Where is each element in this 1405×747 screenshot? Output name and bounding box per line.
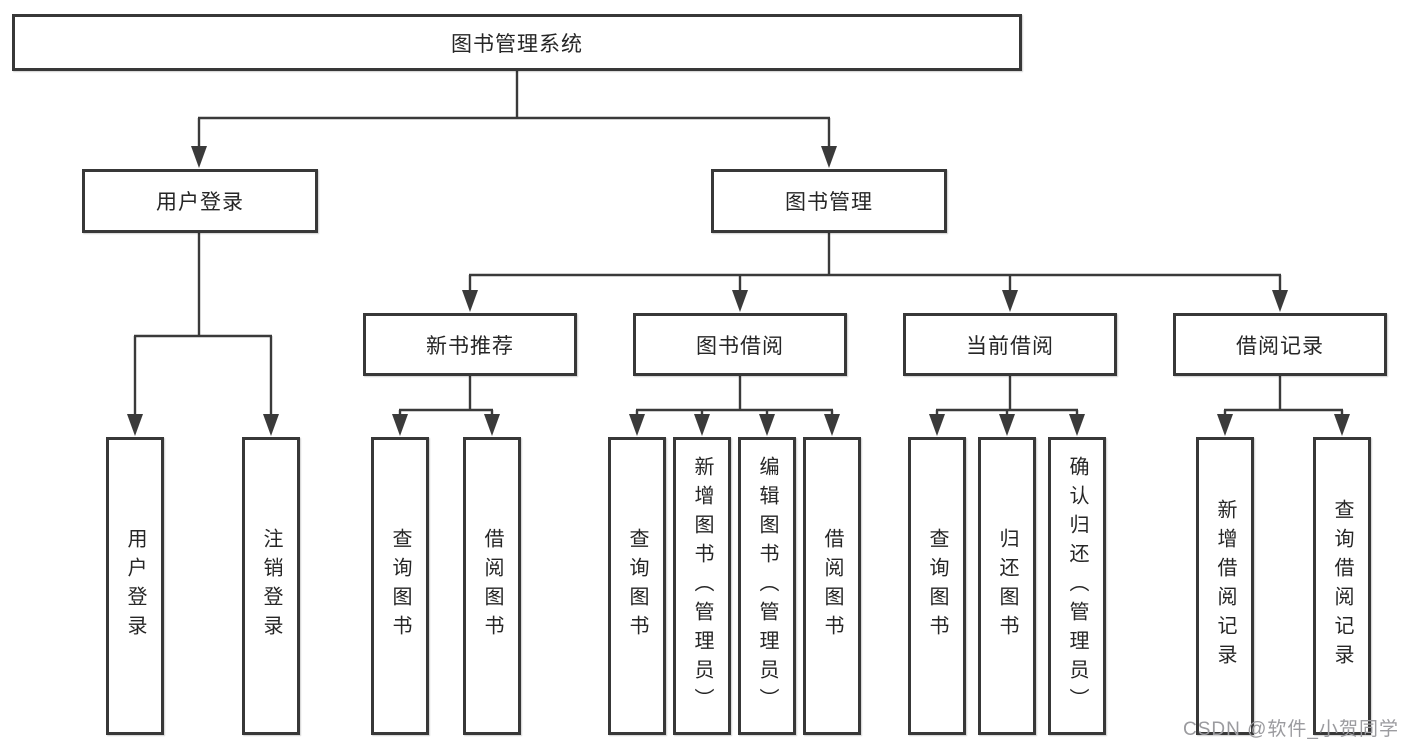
arrowheads <box>127 146 1350 436</box>
node-library-management-system: 图书管理系统 <box>12 14 1022 71</box>
node-user-login: 用户登录 <box>82 169 318 233</box>
leaf-query-books-borrow: 查询图书 <box>608 437 666 735</box>
node-label: 当前借阅 <box>966 334 1054 358</box>
leaf-label: 归还图书 <box>996 528 1018 644</box>
leaf-confirm-return-admin: 确认归还（管理员） <box>1048 437 1106 735</box>
leaf-label: 查询图书 <box>389 528 411 644</box>
node-current-borrow: 当前借阅 <box>903 313 1117 376</box>
node-label: 借阅记录 <box>1236 334 1324 358</box>
node-book-borrow: 图书借阅 <box>633 313 847 376</box>
leaf-query-books-current: 查询图书 <box>908 437 966 735</box>
leaf-label: 借阅图书 <box>821 528 843 644</box>
leaf-label: 查询图书 <box>926 528 948 644</box>
leaf-label: 注销登录 <box>260 528 282 644</box>
leaf-user-login: 用户登录 <box>106 437 164 735</box>
leaf-query-borrow-record: 查询借阅记录 <box>1313 437 1371 735</box>
leaf-label: 新增借阅记录 <box>1214 499 1236 673</box>
leaf-label: 确认归还（管理员） <box>1066 455 1088 717</box>
node-label: 图书借阅 <box>696 334 784 358</box>
leaf-label: 借阅图书 <box>481 528 503 644</box>
node-label: 用户登录 <box>156 191 244 214</box>
leaf-logout-login: 注销登录 <box>242 437 300 735</box>
leaf-label: 查询借阅记录 <box>1331 499 1353 673</box>
leaf-return-books: 归还图书 <box>978 437 1036 735</box>
node-label: 图书管理 <box>785 191 873 214</box>
node-book-management: 图书管理 <box>711 169 947 233</box>
leaf-borrow-books: 借阅图书 <box>803 437 861 735</box>
csdn-watermark: CSDN @软件_小贺同学 <box>1183 719 1399 740</box>
leaf-label: 新增图书（管理员） <box>691 455 713 717</box>
leaf-query-books-recommend: 查询图书 <box>371 437 429 735</box>
leaf-borrow-books-recommend: 借阅图书 <box>463 437 521 735</box>
leaf-label: 查询图书 <box>626 528 648 644</box>
node-new-book-recommend: 新书推荐 <box>363 313 577 376</box>
leaf-add-borrow-record: 新增借阅记录 <box>1196 437 1254 735</box>
leaf-label: 用户登录 <box>124 528 146 644</box>
node-label: 新书推荐 <box>426 334 514 358</box>
leaf-add-books-admin: 新增图书（管理员） <box>673 437 731 735</box>
node-label: 图书管理系统 <box>451 32 583 56</box>
node-borrow-record: 借阅记录 <box>1173 313 1387 376</box>
leaf-edit-books-admin: 编辑图书（管理员） <box>738 437 796 735</box>
leaf-label: 编辑图书（管理员） <box>756 455 778 717</box>
